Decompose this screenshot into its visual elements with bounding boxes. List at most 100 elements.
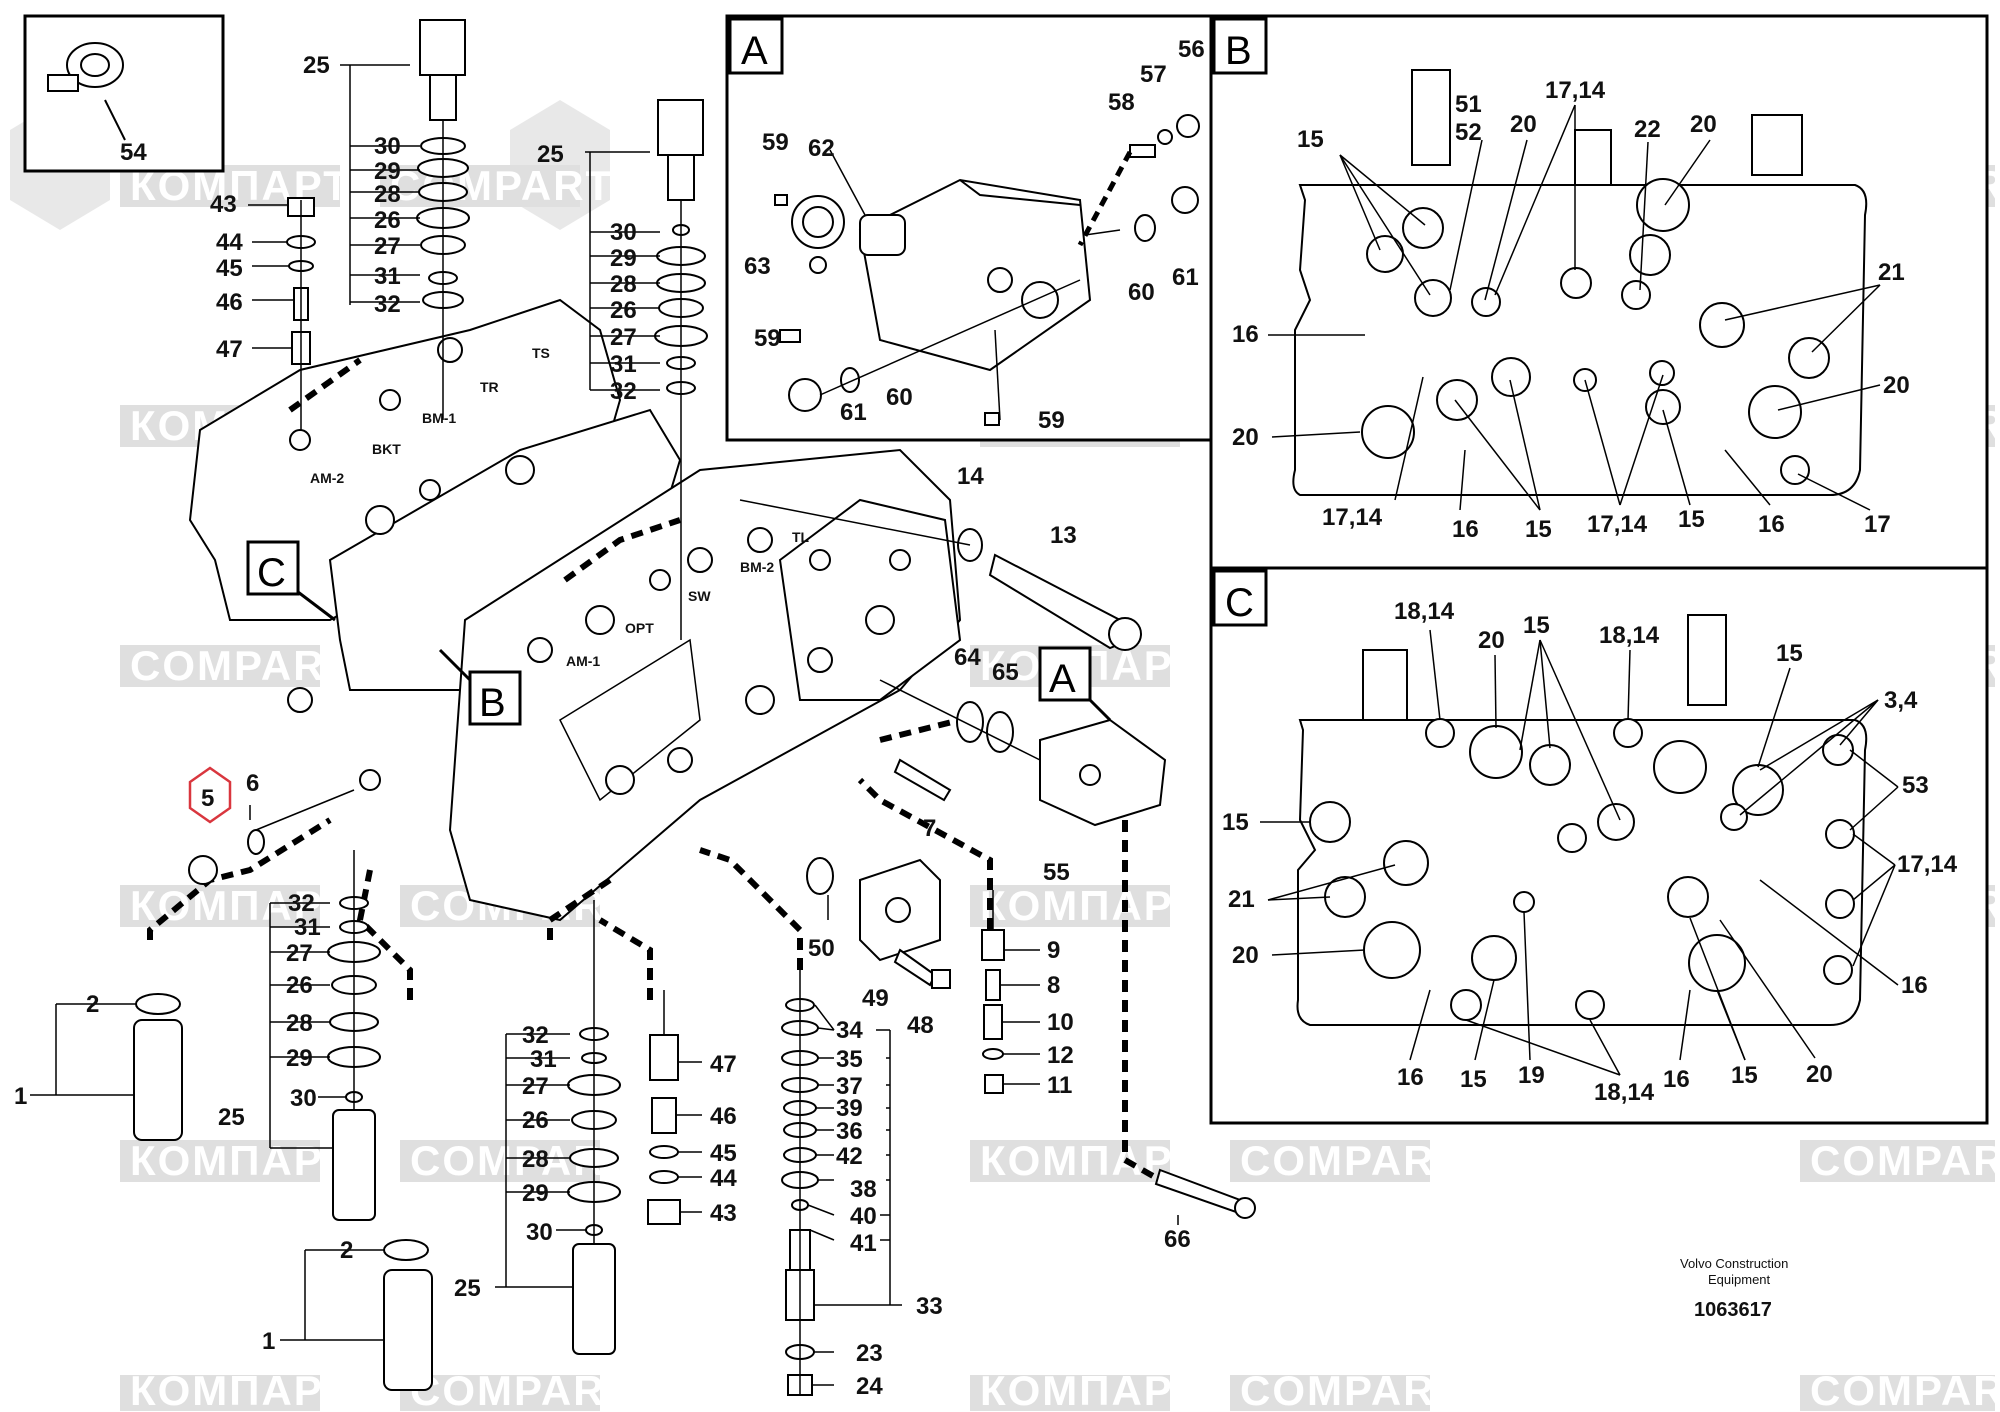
label-32c: 32 [288,890,315,917]
valve-1b [383,1269,433,1391]
label-17: 17 [1864,511,1891,538]
port-bm2: BM-2 [740,559,774,575]
label-9: 9 [1047,937,1060,964]
valve-face-b [1292,184,1868,496]
label-20a: 20 [1478,627,1505,654]
label-13: 13 [1050,522,1077,549]
plug-61 [1171,186,1199,214]
panel-c-leaders [1260,629,1899,1076]
port-opt: OPT [625,620,654,636]
label-45b: 45 [710,1140,737,1167]
label-51: 51 [1455,91,1482,118]
label-25a: 25 [303,52,330,79]
port-bm1: BM-1 [422,410,456,426]
plug-11 [984,1074,1004,1094]
label-60b: 60 [1128,279,1155,306]
oring-60 [1134,214,1156,242]
label-50: 50 [808,935,835,962]
parts-stack-top-left: 25 30 29 28 26 27 31 32 43 44 45 46 47 [210,19,470,430]
label-17-14: 17,14 [1897,851,1958,878]
label-18-14a: 18,14 [1394,598,1455,625]
pin-7 [893,758,952,802]
label-5: 5 [201,785,214,812]
stack-bottom-left-brackets [30,902,384,1341]
oring-60b [840,367,860,393]
parts-stack-bottom-center: 32 31 27 26 28 29 30 25 47 46 45 44 43 [454,900,737,1355]
label-30d: 30 [526,1219,553,1246]
label-27c: 27 [286,940,313,967]
label-61a: 61 [840,399,867,426]
label-20c: 20 [1883,372,1910,399]
label-15a: 15 [1523,612,1550,639]
main-valve-assembly: TS TR BM-1 BKT AM-2 TL BM-2 SW OPT AM-1 … [188,298,1112,922]
label-24: 24 [856,1373,883,1400]
watermark-cyr: КОМПАРТ [130,1367,351,1412]
label-20b: 20 [1690,111,1717,138]
label-32b: 32 [610,378,637,405]
label-6: 6 [246,770,259,797]
connector-c1 [1362,649,1408,721]
label-65: 65 [992,659,1019,686]
drawing-number: 1063617 [1694,1299,1772,1321]
valve-face-c [1296,719,1868,1026]
label-26b: 26 [610,297,637,324]
label-16a: 16 [1901,972,1928,999]
label-12: 12 [1047,1042,1074,1069]
label-58: 58 [1108,89,1135,116]
label-41: 41 [850,1230,877,1257]
relief-valve-25c [332,1109,376,1221]
watermark-row-6: КОМПАРТ COMPART КОМПАРТ COMPART COMPART [120,1367,2000,1412]
label-30c: 30 [290,1085,317,1112]
screw-58 [1129,144,1156,158]
oring-63 [809,256,827,274]
label-18-14b: 18,14 [1599,622,1660,649]
label-29b: 29 [610,245,637,272]
watermark-cyr: КОМПАРТ [980,882,1201,929]
label-47b: 47 [710,1051,737,1078]
label-39: 39 [836,1095,863,1122]
port-bkt: BKT [372,441,401,457]
label-29d: 29 [522,1180,549,1207]
label-31d: 31 [530,1046,557,1073]
label-59b: 59 [754,325,781,352]
callout-b: B [479,681,506,725]
port-tl: TL [792,529,810,545]
sensor-b [1574,129,1612,186]
label-44b: 44 [710,1165,737,1192]
label-23: 23 [856,1340,883,1367]
stack-bottom-center-brackets [495,1033,702,1288]
label-11: 11 [1047,1072,1072,1099]
port-am1: AM-1 [566,653,600,669]
panel-c: C 18,14 20 15 18,14 15 3,4 53 15 1 [1209,566,1989,1125]
highlight-hex [188,766,232,824]
label-8: 8 [1047,972,1060,999]
washer-57 [1157,129,1173,145]
label-32d: 32 [522,1022,549,1049]
oring-2b [383,1239,429,1261]
watermark-lat: COMPART [410,1367,633,1412]
parts-stack-spool-33: 34 35 37 39 36 42 38 40 41 33 23 24 [781,970,943,1400]
label-26d: 26 [522,1107,549,1134]
label-28c: 28 [286,1010,313,1037]
label-15c: 15 [1678,506,1705,533]
port-sw: SW [688,588,711,604]
label-54: 54 [120,139,147,166]
solenoid-b1 [1411,69,1451,166]
callout-c: C [257,551,286,595]
label-35: 35 [836,1046,863,1073]
watermark-lat: COMPART [1240,1137,1463,1184]
connector-b [1751,114,1803,176]
label-29a: 29 [374,158,401,185]
label-20d: 20 [1232,424,1259,451]
label-1b: 1 [262,1328,275,1355]
parts-right-of-body: 14 13 64 65 7 55 [739,463,1167,886]
watermark-cyr: КОМПАРТ [130,882,351,929]
label-59: 59 [762,129,789,156]
label-43a: 43 [210,191,237,218]
oring-12 [982,1048,1004,1060]
label-16c: 16 [1758,511,1785,538]
label-44a: 44 [216,229,243,256]
valve-ports [287,337,911,795]
port-am2: AM-2 [310,470,344,486]
label-30b: 30 [610,219,637,246]
